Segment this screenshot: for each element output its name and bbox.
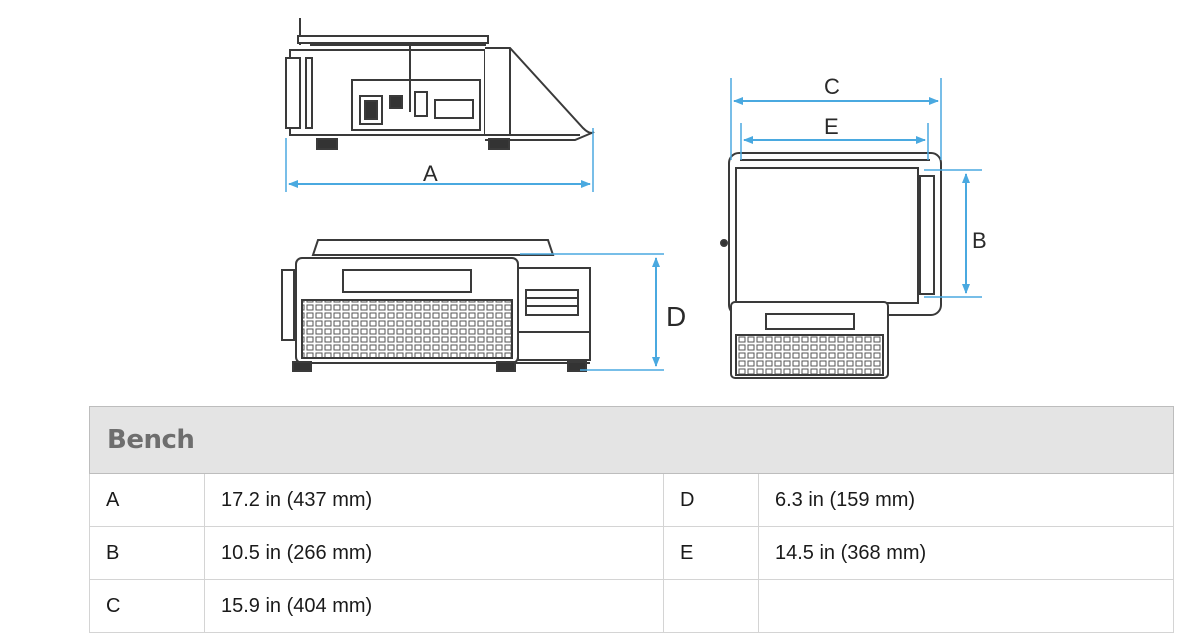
dimension-value: 15.9 in (404 mm) [204,579,664,633]
table-row: B 10.5 in (266 mm) E 14.5 in (368 mm) [89,526,1175,580]
top-view-scale [720,152,942,379]
dimension-key: A [89,473,205,527]
front-view-scale [281,239,591,372]
dimension-value: 17.2 in (437 mm) [204,473,664,527]
dimension-a: A [285,128,594,192]
spec-table: Bench A 17.2 in (437 mm) D 6.3 in (159 m… [88,406,1175,633]
dimension-d: D [520,253,686,371]
dimension-value: 10.5 in (266 mm) [204,526,664,580]
dimension-value: 6.3 in (159 mm) [757,473,1175,527]
dimension-b: B [924,169,987,298]
table-header-row: Bench [88,406,1175,474]
dimension-key: D [663,473,759,527]
label-e: E [824,114,839,139]
table-row: C 15.9 in (404 mm) [89,579,1175,633]
label-a: A [423,161,438,186]
side-view-scale [285,18,595,150]
dimension-e: E [740,114,929,160]
dimension-key: C [89,579,205,633]
table-row: A 17.2 in (437 mm) D 6.3 in (159 mm) [89,473,1175,527]
dimension-value [757,579,1175,633]
label-d: D [666,301,686,332]
section-title: Bench [88,406,1175,474]
dimension-key: B [89,526,205,580]
label-b: B [972,228,987,253]
dimension-value: 14.5 in (368 mm) [757,526,1175,580]
label-c: C [824,74,840,99]
dimension-key: E [663,526,759,580]
dimension-key [663,579,759,633]
dimension-diagram: A D C [281,18,987,379]
dimension-c: C [730,74,942,160]
